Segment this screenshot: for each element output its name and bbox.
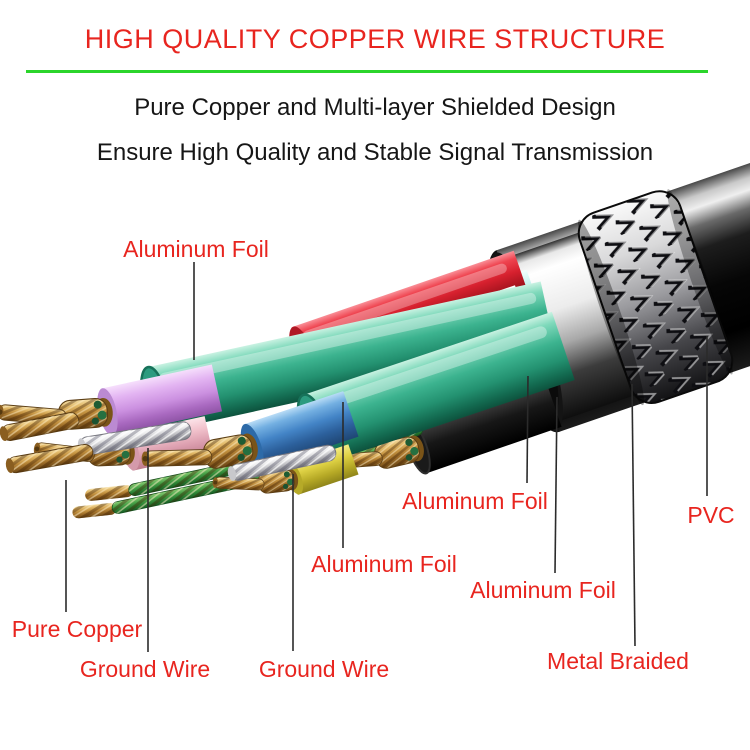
- lilac-wire: [0, 364, 223, 436]
- label-metal-braided: Metal Braided: [547, 648, 689, 674]
- label-aluminum-foil-center: Aluminum Foil: [402, 488, 548, 514]
- metal-braid-shield: [577, 189, 734, 406]
- label-pvc: PVC: [687, 502, 735, 528]
- blue-wire: [138, 391, 359, 483]
- pure-copper-rope-1: [0, 412, 80, 442]
- label-aluminum-foil-right: Aluminum Foil: [470, 577, 616, 603]
- label-aluminum-foil-left: Aluminum Foil: [311, 551, 457, 577]
- ground-wire-silver-upper: [77, 421, 192, 456]
- leader-aluminum-foil-right: [554, 396, 558, 574]
- subtitle-line-2: Ensure High Quality and Stable Signal Tr…: [96, 139, 654, 166]
- label-ground-wire-left: Ground Wire: [79, 656, 211, 682]
- label-pure-copper: Pure Copper: [11, 616, 143, 642]
- leader-aluminum-foil-center: [526, 375, 529, 484]
- green-divider: [26, 70, 708, 73]
- leader-metal-braided: [631, 383, 636, 647]
- ground-wire-silver-lower: [227, 444, 337, 481]
- leader-lines: [65, 262, 708, 652]
- yellow-wire: [210, 444, 359, 500]
- page-title: HIGH QUALITY COPPER WIRE STRUCTURE: [84, 24, 666, 54]
- teal-subcable-lower: [138, 311, 575, 500]
- subtitle-line-1: Pure Copper and Multi-layer Shielded Des…: [134, 94, 616, 121]
- label-ground-wire-right: Ground Wire: [258, 656, 390, 682]
- pure-copper-rope-2: [5, 443, 94, 474]
- label-aluminum-foil-top: Aluminum Foil: [123, 236, 269, 262]
